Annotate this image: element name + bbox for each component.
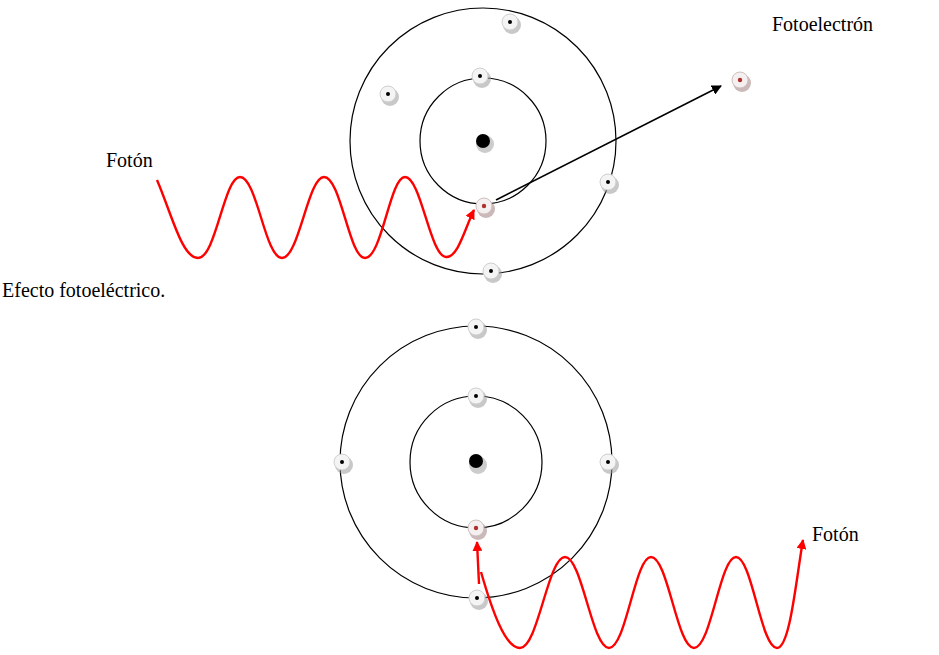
text-label: Fotoelectrón: [772, 12, 873, 36]
atom-top: [157, 8, 751, 283]
text-label: Fotón: [106, 148, 153, 172]
text-label: Efecto fotoeléctrico.: [2, 278, 165, 302]
text-label: Fotón: [812, 522, 859, 546]
atom-bottom: [334, 319, 803, 648]
